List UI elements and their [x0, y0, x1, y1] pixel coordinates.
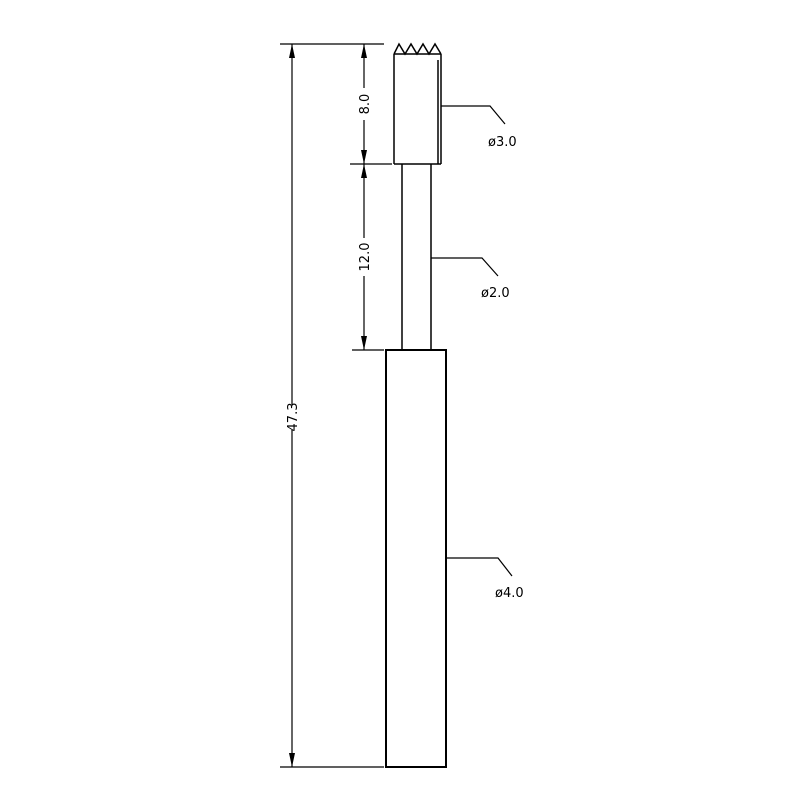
dimension-overall-length: 47.3: [286, 44, 301, 767]
extension-lines: [280, 43, 392, 768]
dimension-tip-length: 8.0: [358, 44, 373, 164]
neck-diameter-label: ø2.0: [481, 286, 510, 301]
callout-neck-diameter: ø2.0: [431, 257, 510, 301]
dimension-neck-length: 12.0: [358, 164, 373, 350]
shank-section: [385, 349, 447, 768]
neck-length-label: 12.0: [358, 243, 373, 272]
tip-length-label: 8.0: [358, 94, 373, 115]
shank-diameter-label: ø4.0: [495, 586, 524, 601]
neck-section: [401, 164, 432, 350]
tip-section: [393, 42, 442, 165]
tip-diameter-label: ø3.0: [488, 135, 517, 150]
callout-tip-diameter: ø3.0: [441, 105, 517, 150]
callout-shank-diameter: ø4.0: [446, 557, 524, 601]
overall-length-label: 47.3: [286, 403, 301, 432]
tip-serration: [393, 42, 442, 56]
